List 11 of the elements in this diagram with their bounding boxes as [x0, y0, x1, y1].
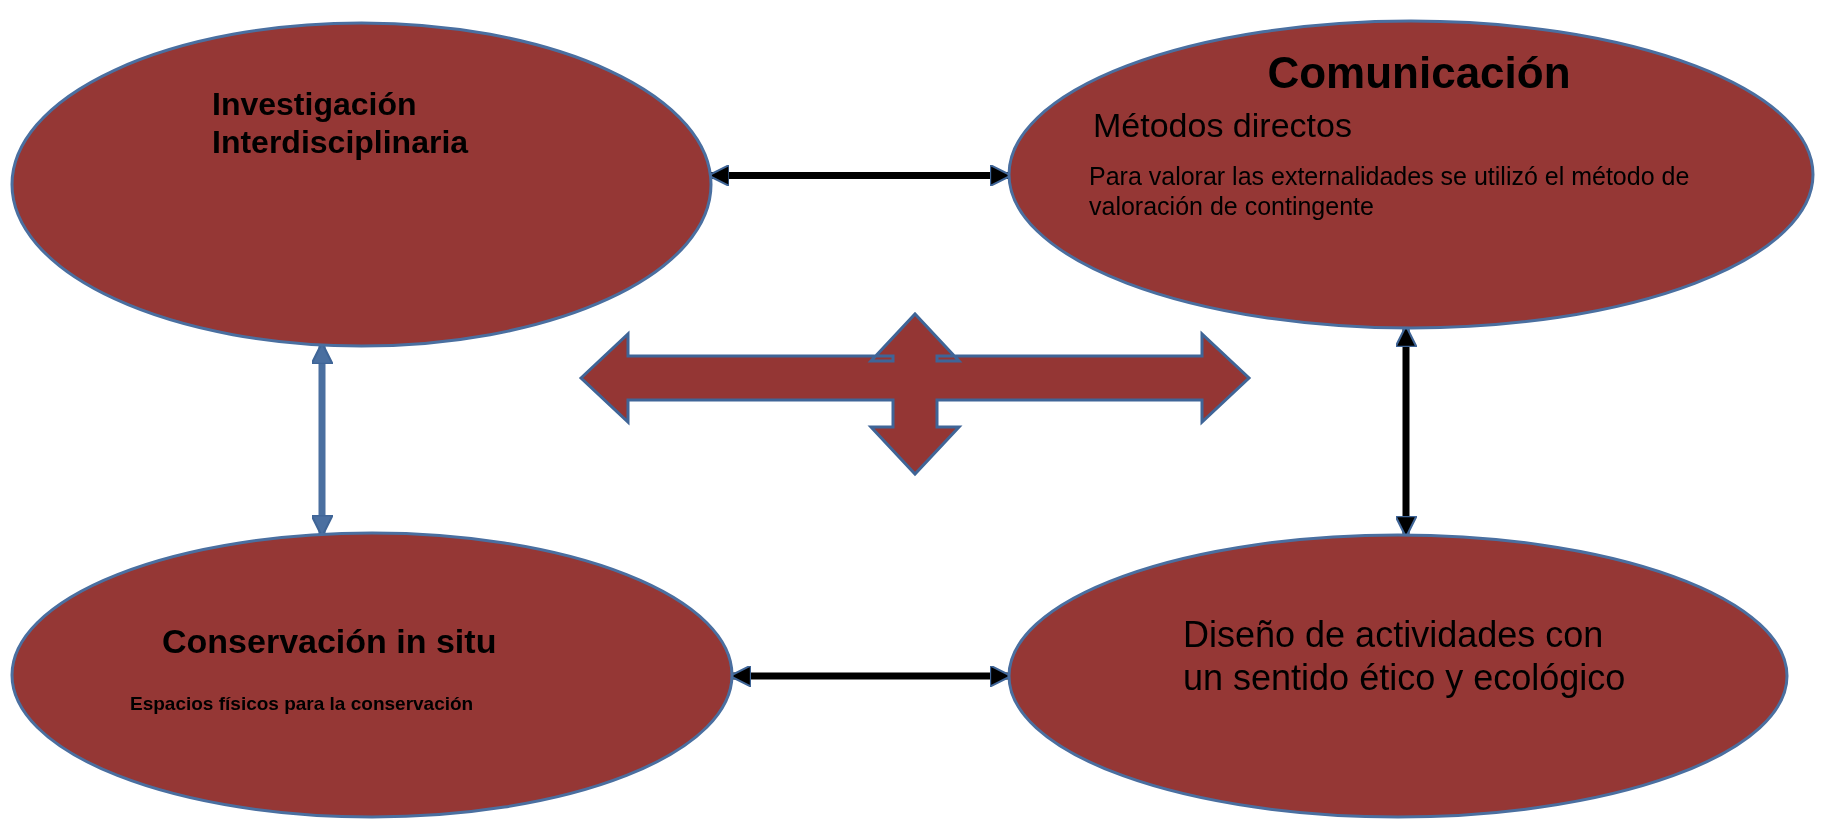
node-title: Investigación Interdisciplinaria: [212, 85, 470, 162]
ellipse-node: [12, 23, 711, 346]
ellipse-node: [1009, 21, 1813, 328]
node-title: Conservación in situ: [162, 621, 498, 662]
node-title: Diseño de actividades con un sentido ético y ecológico: [1183, 613, 1627, 700]
ellipse-node: [12, 533, 732, 817]
ellipse-node: [1009, 535, 1787, 817]
node-text: Para valorar las externalidades se utilizó el método de valoración de contingente: [1089, 161, 1691, 221]
node-title: Comunicación: [1266, 47, 1572, 99]
node-text: Métodos directos: [1093, 105, 1353, 146]
node-text: Espacios físicos para la conservación: [130, 693, 475, 716]
